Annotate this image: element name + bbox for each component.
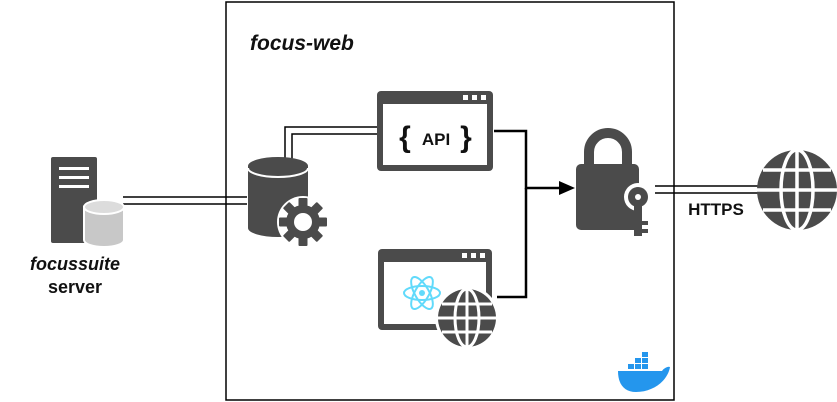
protocol-label: HTTPS: [688, 200, 744, 219]
padlock-key-icon: [576, 128, 652, 236]
react-logo-icon: [403, 276, 441, 310]
api-brace-close: }: [460, 121, 472, 154]
api-label: API: [422, 130, 450, 149]
database-gear-icon: [247, 157, 329, 248]
container-title: focus-web: [250, 32, 354, 55]
api-to-lock-link: [494, 129, 563, 299]
react-globe-icon: [435, 286, 499, 350]
server-name-line2: server: [48, 277, 102, 297]
server-db-link: [123, 196, 247, 205]
docker-icon: [618, 352, 670, 392]
server-database-icon: [51, 157, 125, 248]
arrowhead: [559, 181, 575, 195]
globe-icon: [757, 148, 837, 232]
db-api-link: [284, 126, 378, 160]
api-window-icon: [377, 91, 493, 171]
lock-globe-link: [655, 185, 760, 194]
server-name-line1: focussuite: [30, 254, 120, 274]
api-brace-open: {: [399, 121, 411, 154]
